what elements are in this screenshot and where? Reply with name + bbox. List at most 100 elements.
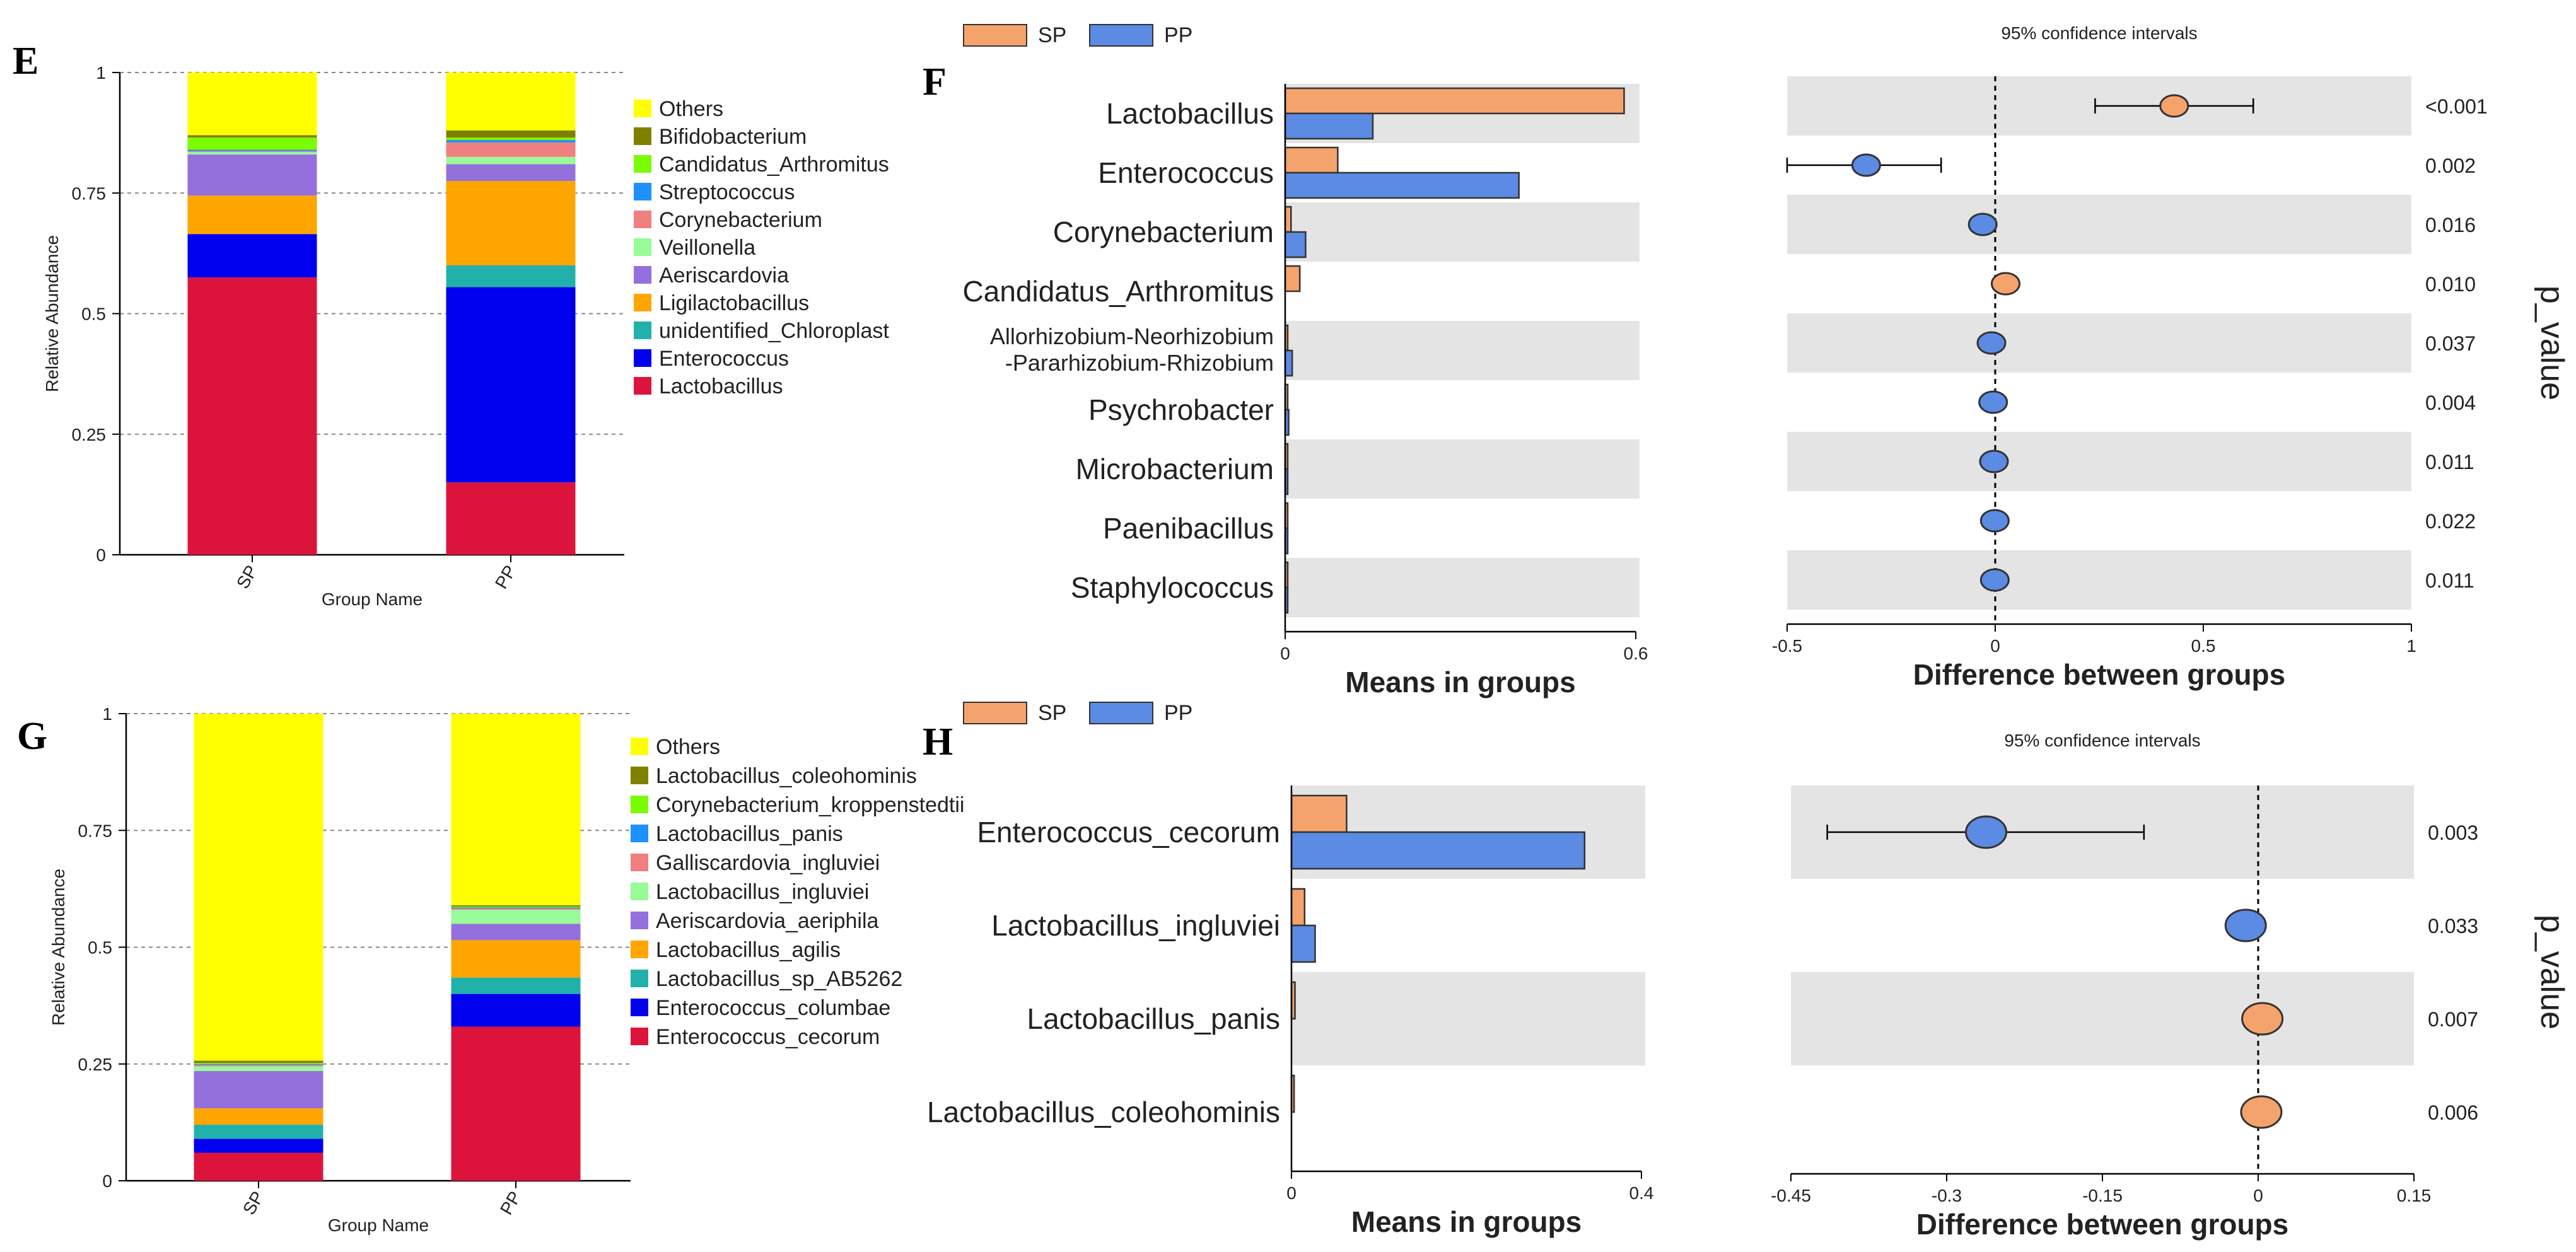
p-value-label: 0.037 xyxy=(2425,332,2476,355)
bar-segment-lactobacillus-pp xyxy=(446,482,576,555)
bar-sp-lactobacillus xyxy=(1284,87,1625,115)
x-axis-title: Difference between groups xyxy=(1916,1208,2288,1241)
p-value-label: 0.011 xyxy=(2425,451,2474,473)
bar-segment-lactobacillus-ingluviei-pp xyxy=(451,910,581,924)
legend-label-unidentified-chloroplast: unidentified_Chloroplast xyxy=(659,319,889,343)
legend-label-ligilactobacillus: Ligilactobacillus xyxy=(659,291,809,315)
bar-sp-candidatus-arthromitus xyxy=(1284,265,1301,293)
legend-swatch-corynebacterium xyxy=(634,211,651,228)
x-axis-title: Group Name xyxy=(328,1215,429,1235)
bar-segment-enterococcus-pp xyxy=(446,287,576,483)
legend-swatch-lactobacillus-sp-ab5262 xyxy=(631,970,648,987)
bar-segment-lactobacillus-ingluviei-sp xyxy=(194,1066,323,1071)
x-axis-title: Means in groups xyxy=(1345,666,1575,698)
bar-segment-veillonella-sp xyxy=(187,152,317,155)
legend-label-aeriscardovia: Aeriscardovia xyxy=(659,264,789,287)
x-axis-title: Group Name xyxy=(322,589,423,609)
x-tick-label: -0.3 xyxy=(1932,1186,1962,1205)
p-value-label: 0.016 xyxy=(2425,214,2476,236)
legend-swatch-sp xyxy=(963,24,1027,47)
category-label-enterococcus: Enterococcus xyxy=(1098,156,1274,189)
y-axis-title: Relative Abundance xyxy=(49,869,68,1026)
y-tick-label: 0.75 xyxy=(78,821,113,840)
bar-segment-aeriscardovia-aeriphila-sp xyxy=(194,1070,323,1109)
legend-swatch-streptococcus xyxy=(634,183,651,200)
legend-swatch-bifidobacterium xyxy=(634,127,651,145)
category-label-enterococcus-cecorum: Enterococcus_cecorum xyxy=(977,816,1280,849)
bar-segment-lactobacillus-panis-sp xyxy=(194,1064,323,1065)
bar-segment-corynebacterium-kroppenstedtii-sp xyxy=(194,1063,323,1064)
point-candidatus-arthromitus xyxy=(1991,272,2020,296)
ci-title: 95% confidence intervals xyxy=(2004,731,2200,750)
panel-letter-h: H xyxy=(923,721,953,763)
row-band xyxy=(1787,313,2411,373)
row-band xyxy=(1285,321,1640,380)
bar-segment-enterococcus-columbae-sp xyxy=(194,1139,323,1153)
category-label-psychrobacter: Psychrobacter xyxy=(1088,393,1274,426)
legend-swatch-galliscardovia-ingluviei xyxy=(631,854,648,871)
y-tick-label: 1 xyxy=(102,704,112,724)
y-tick-label: 0 xyxy=(102,1171,112,1191)
bar-segment-galliscardovia-ingluviei-pp xyxy=(451,908,581,910)
ci-title: 95% confidence intervals xyxy=(2001,23,2197,43)
bar-segment-bifidobacterium-pp xyxy=(446,130,576,138)
point-enterococcus xyxy=(1851,153,1881,177)
x-axis-title: Difference between groups xyxy=(1913,658,2285,691)
legend-label-candidatus-arthromitus: Candidatus_Arthromitus xyxy=(659,153,889,177)
legend-swatch-others xyxy=(631,738,648,755)
point-enterococcus-cecorum xyxy=(1965,815,2008,849)
category-label-staphylococcus: Staphylococcus xyxy=(1071,571,1274,604)
bar-sp-enterococcus-cecorum xyxy=(1290,794,1348,833)
row-band xyxy=(1291,972,1645,1065)
bar-segment-enterococcus-cecorum-sp xyxy=(194,1152,323,1181)
y-tick-label: 0.25 xyxy=(72,425,107,444)
legend-swatch-lactobacillus-ingluviei xyxy=(631,883,648,900)
legend-swatch-sp xyxy=(963,702,1027,724)
legend-swatch-lactobacillus-agilis xyxy=(631,941,648,958)
bar-segment-aeriscardovia-pp xyxy=(446,164,576,182)
legend-label-pp: PP xyxy=(1164,701,1192,725)
bar-segment-others-pp xyxy=(451,714,581,905)
bar-segment-others-sp xyxy=(194,714,323,1061)
row-band xyxy=(1285,558,1640,617)
p-value-label: <0.001 xyxy=(2425,95,2488,118)
x-tick-label: 0 xyxy=(1990,636,2000,656)
bar-pp-enterococcus xyxy=(1284,171,1520,199)
bar-segment-candidatus-arthromitus-pp xyxy=(446,137,576,141)
bar-pp-lactobacillus-ingluviei xyxy=(1290,924,1316,963)
row-band xyxy=(1787,432,2411,491)
bar-segment-streptococcus-sp xyxy=(187,149,317,151)
legend-swatch-enterococcus-columbae xyxy=(631,999,648,1016)
point-corynebacterium xyxy=(1967,212,1998,236)
bar-segment-enterococcus-cecorum-pp xyxy=(451,1026,581,1181)
legend-label-lactobacillus-coleohominis: Lactobacillus_coleohominis xyxy=(656,764,917,788)
y-tick-label: 0 xyxy=(96,545,106,565)
bar-pp-allorhizobium-neorhizobium-pararhizobium-rhizobium xyxy=(1284,349,1293,377)
y-tick-label: 1 xyxy=(96,63,106,83)
category-label-lactobacillus-panis: Lactobacillus_panis xyxy=(1027,1002,1281,1035)
bar-segment-streptococcus-pp xyxy=(446,140,576,142)
bar-segment-aeriscardovia-sp xyxy=(187,154,317,196)
p-value-label: 0.002 xyxy=(2425,154,2476,177)
x-tick-label: -0.45 xyxy=(1771,1186,1811,1205)
category-label-line: -Pararhizobium-Rhizobium xyxy=(1005,350,1274,376)
point-lactobacillus xyxy=(2159,94,2189,118)
x-tick-label: 1 xyxy=(2406,636,2416,656)
x-tick-label: 0.5 xyxy=(2191,636,2216,656)
legend-label-streptococcus: Streptococcus xyxy=(659,180,795,204)
legend-label-enterococcus-columbae: Enterococcus_columbae xyxy=(656,996,890,1020)
legend-label-corynebacterium: Corynebacterium xyxy=(659,208,822,232)
y-tick-label: 0.5 xyxy=(81,304,106,324)
legend-label-others: Others xyxy=(656,735,720,759)
category-label-microbacterium: Microbacterium xyxy=(1076,453,1274,485)
bar-segment-lactobacillus-agilis-pp xyxy=(451,940,581,978)
category-label-corynebacterium: Corynebacterium xyxy=(1053,216,1274,248)
panel-h-difference-chart: 95% confidence intervals0.0030.0330.0070… xyxy=(1771,731,2570,1241)
legend-label-lactobacillus: Lactobacillus xyxy=(659,374,783,398)
point-lactobacillus-coleohominis xyxy=(2240,1095,2283,1129)
bar-segment-lactobacillus-agilis-sp xyxy=(194,1108,323,1125)
category-label-lactobacillus-coleohominis: Lactobacillus_coleohominis xyxy=(927,1096,1280,1128)
